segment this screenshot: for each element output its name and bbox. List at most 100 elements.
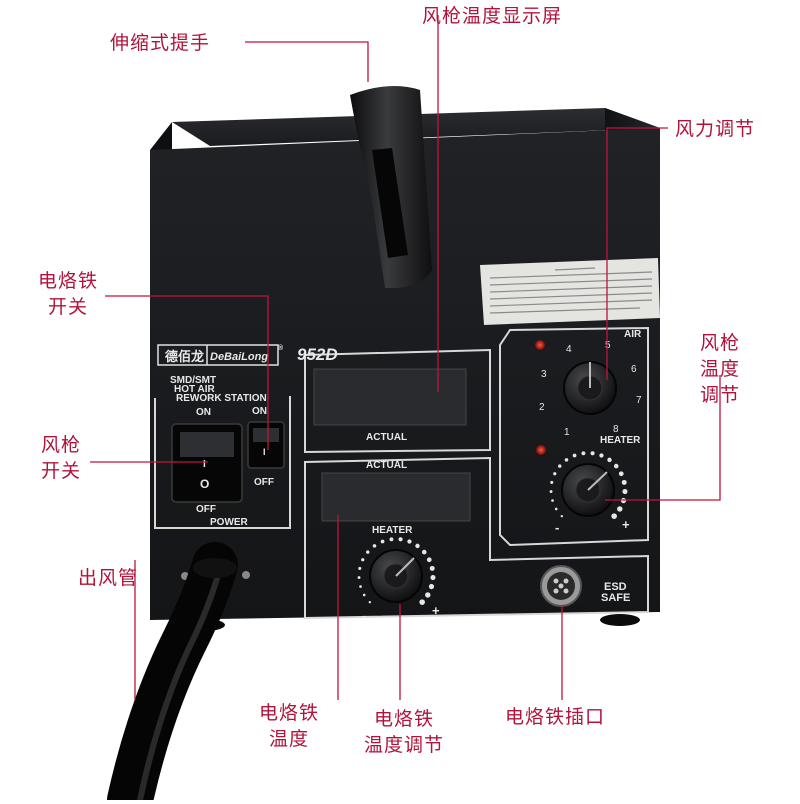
scale-dot xyxy=(389,537,394,542)
air-scale-5: 5 xyxy=(605,340,611,351)
heater-led xyxy=(536,445,546,455)
callout-gun-temp-adjust: 风枪 温度 调节 xyxy=(696,330,744,408)
scale-dot xyxy=(607,457,612,463)
desc-line-2: HOT AIR xyxy=(174,384,216,395)
iron-temp-display xyxy=(321,472,471,522)
esd-label: ESD xyxy=(604,581,627,593)
scale-dot xyxy=(621,479,627,485)
actual-label-top: ACTUAL xyxy=(366,432,407,443)
air-scale-2: 2 xyxy=(539,402,545,413)
air-led xyxy=(535,340,545,350)
scale-dot xyxy=(429,565,435,571)
scale-dot xyxy=(560,514,564,518)
scale-dot xyxy=(581,451,586,456)
trademark: ® xyxy=(278,344,284,352)
callout-iron-switch-l1: 电烙铁 xyxy=(37,270,98,292)
scale-dot xyxy=(421,549,427,555)
scale-dot xyxy=(572,453,577,458)
air-scale-7: 7 xyxy=(636,395,642,406)
scale-dot xyxy=(430,574,436,581)
iron-heater-dots xyxy=(357,537,436,605)
air-scale-4: 4 xyxy=(566,344,572,355)
air-temp-display xyxy=(313,368,467,426)
scale-dot xyxy=(554,507,558,511)
scale-dot xyxy=(558,464,562,468)
air-scale-3: 3 xyxy=(541,369,547,380)
gun-heater-dots xyxy=(549,451,628,519)
callout-gun-temp-adjust-l1: 风枪 xyxy=(699,332,740,354)
scale-dot xyxy=(398,537,403,542)
callout-iron-switch-l2: 开关 xyxy=(47,296,88,318)
screw-right xyxy=(242,571,250,579)
callout-iron-temp-adjust-l1: 电烙铁 xyxy=(373,708,434,730)
switch-i-left: I xyxy=(203,459,206,470)
scale-dot xyxy=(564,458,569,462)
iron-plus: + xyxy=(432,603,440,618)
iron-socket-connector[interactable] xyxy=(540,565,582,607)
gun-minus: - xyxy=(555,520,559,535)
desc-line-3: REWORK STATION xyxy=(176,393,267,404)
power-label: POWER xyxy=(210,517,249,528)
air-flow-knob[interactable] xyxy=(563,361,617,415)
scale-dot xyxy=(622,488,628,495)
actual-label-bottom: ACTUAL xyxy=(366,460,407,471)
switch-off-label-left: OFF xyxy=(196,504,216,515)
gun-power-switch[interactable]: I O xyxy=(171,423,243,503)
scale-dot xyxy=(553,472,557,476)
brand-badge xyxy=(157,344,279,366)
panel-outline xyxy=(154,326,649,620)
hose-outlet xyxy=(193,558,237,578)
brand-en: DeBaiLong xyxy=(210,351,268,363)
iron-minus: - xyxy=(362,608,366,623)
scale-dot xyxy=(366,550,370,554)
scale-dot xyxy=(428,583,435,590)
callout-gun-switch: 风枪 开关 xyxy=(36,432,86,484)
scale-dot xyxy=(599,453,604,458)
callout-iron-temp-adjust-l2: 温度调节 xyxy=(363,734,444,756)
scale-dot xyxy=(425,592,431,598)
iron-power-switch[interactable]: I xyxy=(247,421,285,469)
scale-dot xyxy=(613,463,619,469)
scale-dot xyxy=(358,566,362,570)
brand-cn: 德佰龙 xyxy=(165,349,204,364)
gun-temp-knob[interactable] xyxy=(561,463,615,517)
scale-dot xyxy=(611,513,617,519)
scale-dot xyxy=(368,600,372,604)
callout-iron-temp-adjust: 电烙铁 温度调节 xyxy=(352,706,456,758)
handle-slot xyxy=(372,148,408,258)
callout-gun-temp-adjust-l2: 温度 xyxy=(699,358,740,380)
scale-dot xyxy=(407,539,412,544)
hot-air-hose xyxy=(107,542,238,804)
scale-dot xyxy=(359,585,362,588)
callout-gun-temp-adjust-l3: 调节 xyxy=(699,384,740,406)
air-scale-6: 6 xyxy=(631,364,637,375)
callout-iron-temp-l1: 电烙铁 xyxy=(258,702,319,724)
warning-label-text-lines xyxy=(489,267,653,314)
scale-dot xyxy=(372,544,377,548)
foot-right xyxy=(600,614,640,626)
callout-iron-temp: 电烙铁 温度 xyxy=(250,700,328,752)
air-scale: 1 2 3 4 5 6 7 8 xyxy=(539,340,642,438)
callout-handle: 伸缩式提手 xyxy=(110,32,211,54)
iron-temp-knob[interactable] xyxy=(369,549,423,603)
scale-dot xyxy=(550,480,554,484)
air-scale-1: 1 xyxy=(564,427,570,438)
callout-gun-switch-l2: 开关 xyxy=(40,460,81,482)
switch-off-label-right: OFF xyxy=(254,477,274,488)
switch-on-label-right: ON xyxy=(252,406,267,417)
heater-label-air: HEATER xyxy=(600,435,641,446)
callout-outlet: 出风管 xyxy=(78,567,139,589)
callout-gun-switch-l1: 风枪 xyxy=(40,434,81,456)
scale-dot xyxy=(415,543,420,549)
scale-dot xyxy=(618,471,624,477)
scale-dot xyxy=(617,506,623,512)
scale-dot xyxy=(361,558,365,562)
callout-display: 风枪温度显示屏 xyxy=(422,5,563,27)
scale-dot xyxy=(362,593,366,597)
scale-dot xyxy=(549,490,553,493)
air-label: AIR xyxy=(624,329,642,340)
scale-dot xyxy=(357,576,361,579)
callout-iron-switch: 电烙铁 开关 xyxy=(30,268,106,320)
